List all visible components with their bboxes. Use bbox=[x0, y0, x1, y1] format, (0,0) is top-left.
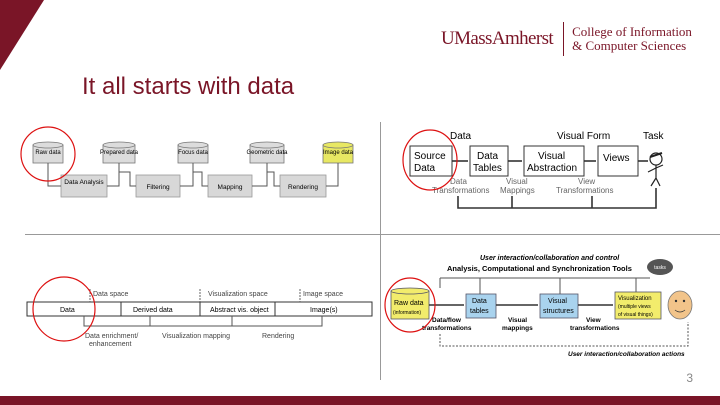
highlight-circle-raw bbox=[20, 126, 76, 182]
svg-text:(information): (information) bbox=[393, 310, 421, 316]
svg-text:Visual: Visual bbox=[506, 177, 528, 186]
box-views bbox=[597, 145, 639, 177]
highlight-circle-data bbox=[32, 276, 96, 342]
svg-text:Data: Data bbox=[450, 131, 472, 142]
svg-text:Abstract vis. object: Abstract vis. object bbox=[210, 307, 269, 314]
svg-text:Data: Data bbox=[477, 151, 499, 162]
box-visualization bbox=[614, 291, 662, 320]
svg-text:mappings: mappings bbox=[502, 325, 533, 332]
svg-text:enhancement: enhancement bbox=[89, 341, 131, 348]
svg-text:Mapping: Mapping bbox=[218, 184, 243, 191]
svg-text:Focus data: Focus data bbox=[178, 150, 208, 156]
store-geometric: Geometric data bbox=[246, 141, 288, 164]
svg-text:tables: tables bbox=[470, 308, 489, 315]
page-number: 3 bbox=[686, 371, 693, 385]
svg-text:Data: Data bbox=[414, 163, 436, 174]
svg-text:Views: Views bbox=[603, 153, 630, 164]
svg-text:(multiple views: (multiple views bbox=[618, 304, 651, 310]
svg-text:Data: Data bbox=[450, 177, 467, 186]
box-data-tables bbox=[469, 145, 509, 177]
svg-text:Image data: Image data bbox=[323, 150, 354, 156]
logo-divider bbox=[563, 22, 565, 56]
corner-accent bbox=[0, 0, 44, 70]
box-visual-abstraction bbox=[523, 145, 585, 177]
svg-text:Visual Form: Visual Form bbox=[557, 131, 610, 142]
footer-bar bbox=[0, 396, 720, 405]
svg-text:Tables: Tables bbox=[473, 163, 502, 174]
logo-college-text: College of Information & Computer Scienc… bbox=[572, 24, 692, 53]
svg-text:Data enrichment/: Data enrichment/ bbox=[85, 333, 138, 340]
svg-text:Transformations: Transformations bbox=[432, 186, 490, 195]
smiley-face-icon bbox=[667, 290, 693, 320]
svg-text:Task: Task bbox=[643, 131, 665, 142]
slide-title: It all starts with data bbox=[82, 73, 295, 100]
svg-text:View: View bbox=[578, 177, 595, 186]
svg-text:User interaction/collaboration: User interaction/collaboration and contr… bbox=[480, 255, 620, 262]
logo-umass-text: UMassAmherst bbox=[441, 28, 554, 49]
box-source-data bbox=[409, 145, 453, 177]
box-data-tables-br bbox=[465, 293, 497, 319]
svg-text:Derived data: Derived data bbox=[133, 307, 173, 314]
svg-text:Data: Data bbox=[60, 307, 75, 314]
store-raw-information: Raw data (information) bbox=[390, 287, 430, 320]
svg-text:Rendering: Rendering bbox=[262, 333, 294, 340]
person-icon bbox=[647, 152, 664, 187]
svg-text:Visual: Visual bbox=[538, 151, 565, 162]
svg-text:tasks: tasks bbox=[654, 265, 666, 271]
svg-text:of visual things): of visual things) bbox=[618, 312, 653, 318]
svg-text:Source: Source bbox=[414, 151, 446, 162]
svg-text:View: View bbox=[586, 317, 602, 324]
svg-text:Prepared data: Prepared data bbox=[100, 150, 139, 156]
svg-text:Data space: Data space bbox=[93, 291, 129, 298]
svg-text:Visual: Visual bbox=[548, 298, 567, 305]
svg-text:Raw data: Raw data bbox=[35, 150, 61, 156]
svg-text:Rendering: Rendering bbox=[288, 184, 318, 191]
svg-text:Visualization: Visualization bbox=[618, 296, 652, 302]
horizontal-divider bbox=[25, 234, 720, 235]
store-image: Image data bbox=[322, 141, 354, 164]
svg-text:Analysis, Computational and Sy: Analysis, Computational and Synchronizat… bbox=[447, 264, 632, 273]
svg-text:Data: Data bbox=[472, 298, 487, 305]
svg-text:transformations: transformations bbox=[570, 325, 620, 332]
svg-text:Abstraction: Abstraction bbox=[527, 163, 577, 174]
svg-text:Visualization mapping: Visualization mapping bbox=[162, 333, 230, 340]
svg-text:structures: structures bbox=[543, 308, 574, 315]
umass-cics-logo: UMassAmherst College of Information & Co… bbox=[441, 22, 692, 56]
store-prepared: Prepared data bbox=[100, 141, 139, 164]
svg-text:Data Analysis: Data Analysis bbox=[64, 179, 104, 186]
store-raw: Raw data bbox=[32, 141, 64, 164]
svg-text:Raw data: Raw data bbox=[394, 300, 424, 307]
svg-text:Data/flow: Data/flow bbox=[432, 317, 462, 324]
svg-text:Mappings: Mappings bbox=[500, 186, 535, 195]
svg-text:Filtering: Filtering bbox=[146, 184, 170, 191]
box-visual-structures bbox=[539, 293, 579, 319]
tasks-bubble-icon: tasks bbox=[647, 259, 673, 275]
vertical-divider bbox=[380, 122, 381, 380]
svg-text:transformations: transformations bbox=[422, 325, 472, 332]
svg-text:Visual: Visual bbox=[508, 317, 527, 324]
svg-text:Image space: Image space bbox=[303, 291, 343, 298]
svg-text:User interaction/collaboration: User interaction/collaboration actions bbox=[568, 351, 685, 358]
svg-text:Geometric data: Geometric data bbox=[246, 150, 288, 156]
svg-text:Image(s): Image(s) bbox=[310, 307, 338, 314]
highlight-circle-source bbox=[402, 129, 458, 191]
svg-text:Visualization space: Visualization space bbox=[208, 291, 268, 298]
svg-text:Transformations: Transformations bbox=[556, 186, 614, 195]
store-focus: Focus data bbox=[177, 141, 209, 164]
highlight-circle-raw-data bbox=[384, 277, 436, 333]
